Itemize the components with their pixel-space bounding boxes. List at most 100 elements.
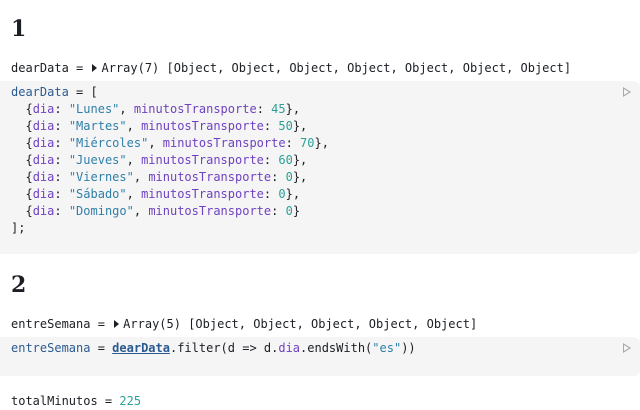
code-token: "Lunes" xyxy=(68,102,120,116)
code-method: .filter(d => d. xyxy=(169,341,279,355)
code-token: 45 xyxy=(271,102,286,116)
output-totalMinutos[interactable]: totalMinutos = 225 xyxy=(11,393,141,410)
code-token: { xyxy=(11,170,33,184)
code-token: minutosTransporte xyxy=(133,102,257,116)
code-token: 50 xyxy=(278,119,293,133)
code-token: : xyxy=(271,204,286,218)
code-open: = [ xyxy=(68,85,98,99)
code-row: {dia: "Sábado", minutosTransporte: 0}, xyxy=(11,187,300,201)
code-token: 0 xyxy=(278,187,286,201)
code-token: 70 xyxy=(300,136,315,150)
code-token: : xyxy=(263,119,279,133)
output-value: 225 xyxy=(119,394,142,408)
code-token: , xyxy=(126,119,142,133)
code-close: ]; xyxy=(11,221,26,235)
code-token: } xyxy=(292,204,301,218)
code-var: entreSemana xyxy=(11,341,91,355)
section-heading-2: 2 xyxy=(11,272,27,298)
code-token: : xyxy=(263,187,279,201)
code-token: "Martes" xyxy=(68,119,127,133)
expand-triangle-icon[interactable] xyxy=(92,64,98,72)
code-token: : xyxy=(54,136,69,150)
run-cell-icon[interactable] xyxy=(623,343,631,353)
code-row: {dia: "Martes", minutosTransporte: 50}, xyxy=(11,119,307,133)
code-token: { xyxy=(11,153,33,167)
code-token: }, xyxy=(314,136,329,150)
code-token: { xyxy=(11,136,33,150)
equals-sign: = xyxy=(68,61,91,75)
code-token: 0 xyxy=(285,204,293,218)
code-row: {dia: "Domingo", minutosTransporte: 0} xyxy=(11,204,300,218)
code-token: : xyxy=(54,119,69,133)
code-row: {dia: "Viernes", minutosTransporte: 0}, xyxy=(11,170,307,184)
code-token: }, xyxy=(285,187,301,201)
code-token: "Miércoles" xyxy=(68,136,149,150)
code-token: : xyxy=(54,153,69,167)
output-var-name: totalMinutos xyxy=(11,394,98,408)
code-token: dia xyxy=(32,170,55,184)
code-token: : xyxy=(285,136,301,150)
code-token: 60 xyxy=(278,153,293,167)
array-summary[interactable]: Array(5) [Object, Object, Object, Object… xyxy=(123,317,478,331)
code-token: { xyxy=(11,102,33,116)
code-token: , xyxy=(133,170,149,184)
code-token: , xyxy=(133,204,149,218)
code-token: dia xyxy=(32,102,55,116)
code-row: {dia: "Miércoles", minutosTransporte: 70… xyxy=(11,136,329,150)
code-token: "Jueves" xyxy=(68,153,127,167)
code-token: dia xyxy=(32,187,55,201)
code-token: { xyxy=(11,187,33,201)
code-token: minutosTransporte xyxy=(148,170,272,184)
code-token: , xyxy=(119,102,134,116)
code-cell-2[interactable]: entreSemana = dearData.filter(d => d.dia… xyxy=(0,337,640,376)
code-token: : xyxy=(271,170,286,184)
code-end: )) xyxy=(401,341,416,355)
output-dearData[interactable]: dearData = Array(7) [Object, Object, Obj… xyxy=(11,60,571,77)
code-token: dia xyxy=(32,204,55,218)
code-token: }, xyxy=(292,170,308,184)
code-block-entreSemana[interactable]: entreSemana = dearData.filter(d => d.dia… xyxy=(11,340,416,357)
code-token: minutosTransporte xyxy=(141,153,264,167)
expand-triangle-icon[interactable] xyxy=(114,320,120,328)
code-var: dearData xyxy=(11,85,69,99)
run-cell-icon[interactable] xyxy=(623,87,631,97)
code-token: 0 xyxy=(285,170,293,184)
code-token: dia xyxy=(32,153,55,167)
code-token: : xyxy=(54,102,69,116)
code-token: minutosTransporte xyxy=(141,187,264,201)
code-token: , xyxy=(148,136,163,150)
code-token: { xyxy=(11,119,33,133)
code-token: dia xyxy=(32,136,55,150)
code-token: minutosTransporte xyxy=(162,136,286,150)
code-row: {dia: "Jueves", minutosTransporte: 60}, xyxy=(11,153,307,167)
code-cell-1[interactable]: dearData = [ {dia: "Lunes", minutosTrans… xyxy=(0,81,640,254)
code-block-dearData[interactable]: dearData = [ {dia: "Lunes", minutosTrans… xyxy=(11,84,329,237)
code-token: }, xyxy=(285,102,301,116)
code-prop: dia xyxy=(278,341,301,355)
code-rows: {dia: "Lunes", minutosTransporte: 45}, {… xyxy=(11,102,329,218)
output-var-name: entreSemana xyxy=(11,317,91,331)
code-token: , xyxy=(126,187,142,201)
code-row: {dia: "Lunes", minutosTransporte: 45}, xyxy=(11,102,300,116)
code-token: minutosTransporte xyxy=(141,119,264,133)
code-ref-dearData[interactable]: dearData xyxy=(112,341,170,355)
code-arg: "es" xyxy=(372,341,402,355)
array-summary[interactable]: Array(7) [Object, Object, Object, Object… xyxy=(101,61,572,75)
code-token: : xyxy=(54,187,69,201)
code-token: minutosTransporte xyxy=(148,204,272,218)
code-token: }, xyxy=(292,119,308,133)
output-entreSemana[interactable]: entreSemana = Array(5) [Object, Object, … xyxy=(11,316,477,333)
code-token: , xyxy=(126,153,142,167)
code-eq: = xyxy=(90,341,113,355)
equals-sign: = xyxy=(90,317,113,331)
code-token: "Domingo" xyxy=(68,204,134,218)
code-token: : xyxy=(54,204,69,218)
code-token: : xyxy=(263,153,279,167)
code-token: : xyxy=(256,102,272,116)
code-call: .endsWith( xyxy=(300,341,373,355)
output-var-name: dearData xyxy=(11,61,69,75)
code-token: "Viernes" xyxy=(68,170,134,184)
equals-sign: = xyxy=(97,394,120,408)
code-token: }, xyxy=(292,153,308,167)
code-token: "Sábado" xyxy=(68,187,127,201)
